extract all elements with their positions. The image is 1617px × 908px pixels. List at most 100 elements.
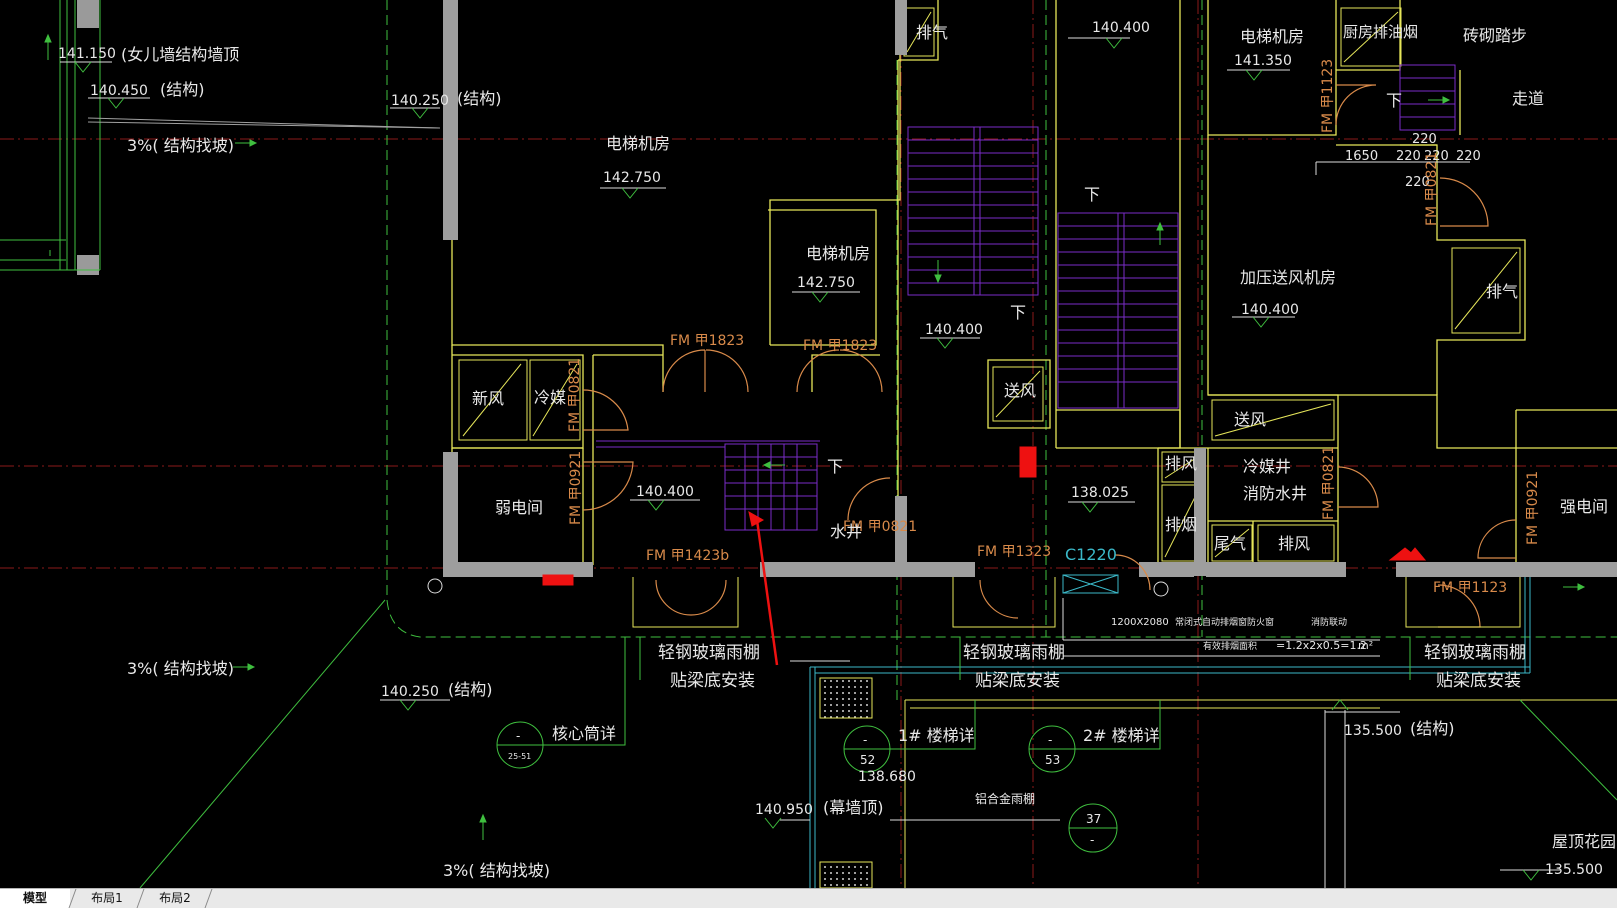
callout-core-ref: 25-51 (508, 752, 531, 761)
elev-140250-bottom: 140.250 (381, 684, 439, 700)
room-refrigerant: 冷媒 (534, 388, 566, 407)
door-fm0921-a: FM 甲0921 (568, 451, 584, 525)
elev-140400-top: 140.400 (1092, 20, 1150, 36)
label-refrigerant-shaft: 冷媒井 (1243, 457, 1291, 476)
room-elevator-machine-2: 电梯机房 (806, 244, 870, 263)
stair-down-4: 下 (1386, 91, 1402, 110)
elev-142750-2: 142.750 (797, 275, 855, 291)
leader-lines (60, 37, 1560, 888)
tab-model[interactable]: 模型 (0, 889, 70, 908)
room-elevator-machine-3: 电梯机房 (1240, 27, 1304, 46)
elev-142750-1: 142.750 (603, 170, 661, 186)
red-symbols (542, 446, 1427, 666)
callout-stair2-top: - (1048, 733, 1052, 747)
smoke-area-unit: m² (1358, 639, 1373, 652)
label-parapet-top: (女儿墙结构墙顶 (121, 45, 239, 64)
window-type-note: 常闭式自动排烟窗防火窗 (1175, 616, 1274, 628)
label-exhaust-air-1: 排风 (1165, 454, 1197, 473)
label-smoke-exhaust: 排烟 (1165, 515, 1197, 534)
dim-220-a: 220 (1412, 132, 1437, 147)
dim-220-d: 220 (1456, 149, 1481, 164)
door-fm1123-b: FM 甲1123 (1433, 580, 1507, 596)
room-pressurization-fan: 加压送风机房 (1240, 268, 1336, 287)
elev-135500-a: 135.500 (1344, 723, 1402, 739)
callout-core-top: - (516, 729, 520, 743)
elev-141350: 141.350 (1234, 53, 1292, 69)
tab-layout1[interactable]: 布局1 (91, 891, 123, 905)
slope-label-1: 3%( 结构找坡) (127, 136, 234, 155)
elev-140400-fan: 140.400 (1241, 302, 1299, 318)
bottom-diagonal (139, 599, 1617, 888)
structural-walls (443, 0, 1617, 577)
layout-tab-bar: 模型 布局1 布局2 (0, 888, 1617, 908)
window-c1220: C1220 (1065, 545, 1117, 564)
elev-140400-lobby: 140.400 (636, 484, 694, 500)
elev-140250-top: 140.250 (391, 93, 449, 109)
door-swings (582, 84, 1517, 628)
elev-141150: 141.150 (58, 46, 116, 62)
label-tail-gas: 尾气 (1214, 534, 1246, 553)
slope-label-3: 3%( 结构找坡) (443, 861, 550, 880)
callout-37-top: 37 (1086, 812, 1101, 826)
door-fm1423b: FM 甲1423b (646, 548, 729, 564)
smoke-area-formula: =1.2x2x0.5=1.2 (1276, 639, 1367, 652)
label-corridor: 走道 (1512, 89, 1544, 108)
canopy-label-3: 轻钢玻璃雨棚 (1424, 643, 1526, 663)
label-kitchen-exhaust: 厨房排油烟 (1343, 23, 1418, 41)
stair-down-1: 下 (827, 457, 843, 476)
canopies (632, 577, 1617, 888)
dim-1650: 1650 (1345, 149, 1378, 164)
door-fm1323: FM 甲1323 (977, 544, 1051, 560)
door-fm1823-a: FM 甲1823 (670, 333, 744, 349)
callout-stair1-top: - (863, 733, 867, 747)
elev-138680: 138.680 (858, 769, 916, 785)
dim-220-c: 220 (1424, 149, 1449, 164)
door-fm0821-a: FM 甲0821 (567, 358, 583, 432)
callout-stair2-label: 2# 楼梯详 (1083, 726, 1160, 745)
cad-drawing-canvas[interactable]: 141.150 (女儿墙结构墙顶 140.450 (结构) 3%( 结构找坡) … (0, 0, 1617, 888)
stair-down-2: 下 (1010, 303, 1026, 322)
stair-down-3: 下 (1084, 185, 1100, 204)
axis-lines (0, 0, 1617, 888)
elevation-markers (74, 37, 1540, 881)
fire-link-note: 消防联动 (1311, 616, 1347, 628)
slope-label-2: 3%( 结构找坡) (127, 659, 234, 678)
label-exhaust-2: 排气 (1486, 282, 1518, 301)
room-weak-current: 弱电间 (495, 498, 543, 517)
detail-callouts (49, 250, 1411, 853)
vent-diagonals (462, 11, 1518, 558)
room-fresh-air: 新风 (472, 389, 504, 408)
canopy-note-1: 贴梁底安装 (670, 671, 755, 691)
callout-stair2-ref: 53 (1045, 753, 1060, 767)
elev-138025: 138.025 (1071, 485, 1129, 501)
window-size-note: 1200X2080 (1111, 617, 1169, 628)
canopy-note-2: 贴梁底安装 (975, 671, 1060, 691)
door-fm0821-c: FM 甲0821 (1424, 152, 1440, 226)
label-aluminum-canopy: 铝合金雨棚 (975, 791, 1035, 806)
canopy-note-3: 贴梁底安装 (1436, 671, 1521, 691)
label-structure-1: (结构) (160, 80, 205, 99)
room-elevator-machine-1: 电梯机房 (606, 134, 670, 153)
curtain-wall (809, 574, 1531, 888)
dim-220-e: 220 (1405, 175, 1430, 190)
label-fire-water-shaft: 消防水井 (1243, 484, 1307, 503)
room-water-well: 水井 (830, 522, 862, 541)
door-fm1823-b: FM 甲1823 (803, 338, 877, 354)
callout-stair1-label: 1# 楼梯详 (898, 726, 975, 745)
elev-140400-stair1: 140.400 (925, 322, 983, 338)
door-fm0921-b: FM 甲0921 (1525, 471, 1541, 545)
smoke-area-label: 有效排烟面积 (1203, 640, 1257, 652)
elev-140950: 140.950 (755, 802, 813, 818)
label-supply-air-2: 送风 (1234, 410, 1266, 429)
label-curtain-top: (幕墙顶) (823, 798, 884, 817)
label-structure-2: (结构) (457, 89, 502, 108)
canopy-label-1: 轻钢玻璃雨棚 (658, 643, 760, 663)
door-fm1123-a: FM 甲1123 (1320, 59, 1336, 133)
callout-core-label: 核心筒详 (552, 724, 616, 743)
callout-stair1-ref: 52 (860, 753, 875, 767)
dim-220-b: 220 (1396, 149, 1421, 164)
tab-layout2[interactable]: 布局2 (159, 891, 191, 905)
label-exhaust-1: 排气 (916, 23, 948, 42)
slope-arrows (44, 33, 1586, 840)
elev-135500-b: 135.500 (1545, 862, 1603, 878)
